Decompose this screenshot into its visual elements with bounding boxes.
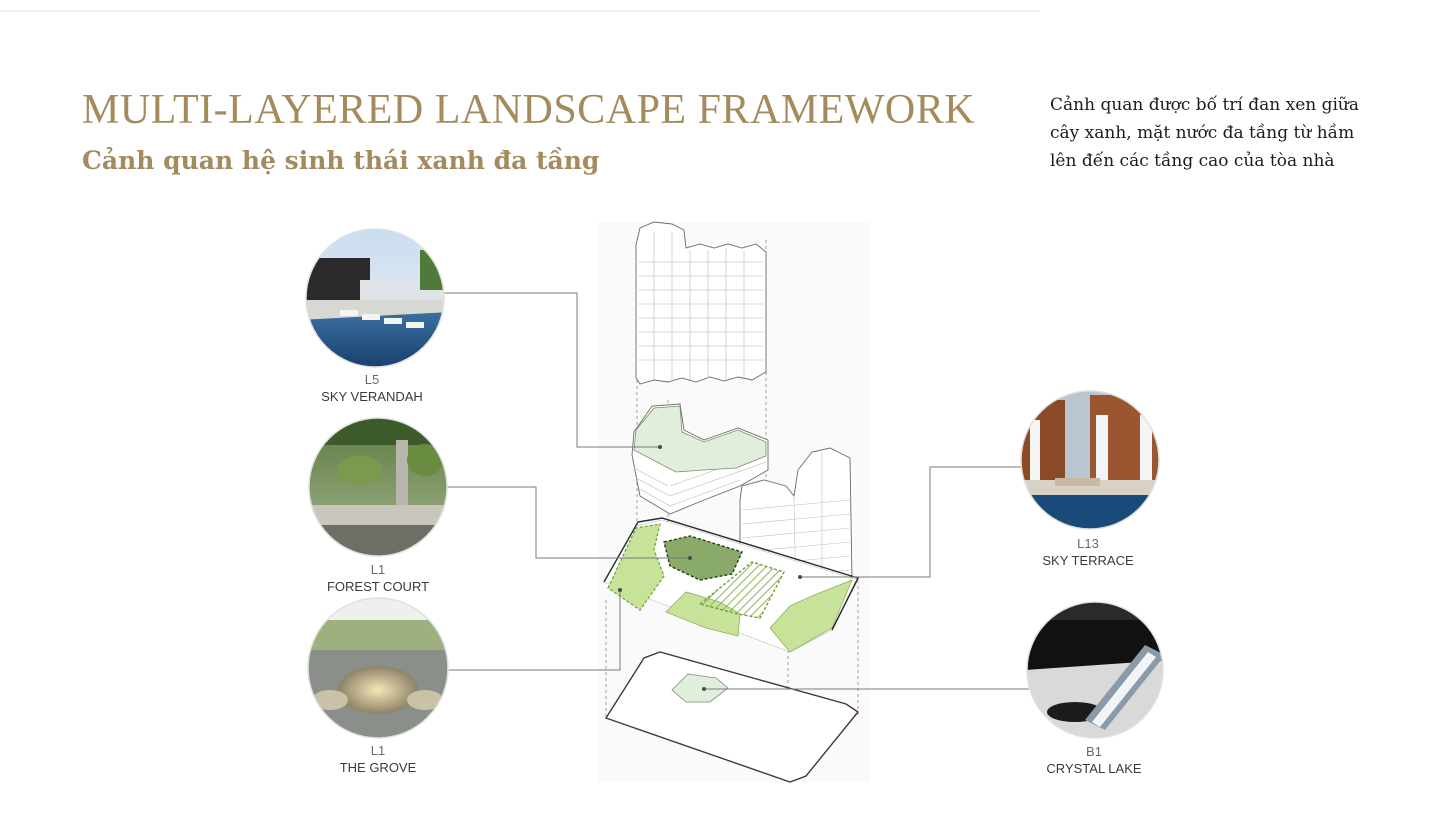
forest-court-photo bbox=[308, 417, 448, 557]
podium-l5 bbox=[631, 403, 769, 515]
level-label: B1 bbox=[1086, 744, 1102, 759]
description: Cảnh quan được bố trí đan xen giữa cây x… bbox=[1050, 91, 1380, 175]
feature-name: FOREST COURT bbox=[326, 579, 430, 594]
page-subtitle: Cảnh quan hệ sinh thái xanh đa tầng bbox=[82, 146, 600, 175]
level-label: L5 bbox=[364, 372, 380, 387]
basement-b1 bbox=[604, 651, 860, 783]
label-sky-verandah: L5 SKY VERANDAH bbox=[302, 371, 442, 405]
the-grove-photo bbox=[307, 597, 449, 739]
label-crystal-lake: B1 CRYSTAL LAKE bbox=[1024, 743, 1164, 777]
top-divider bbox=[0, 10, 1040, 12]
level-label: L1 bbox=[370, 743, 386, 758]
description-line: Cảnh quan được bố trí đan xen giữa bbox=[1050, 95, 1360, 115]
level-label: L13 bbox=[1077, 536, 1099, 551]
level-label: L1 bbox=[370, 562, 386, 577]
page-title: MULTI-LAYERED LANDSCAPE FRAMEWORK bbox=[82, 87, 976, 133]
crystal-lake-photo bbox=[1026, 601, 1164, 739]
feature-name: CRYSTAL LAKE bbox=[1046, 761, 1142, 776]
tower-top bbox=[635, 221, 767, 385]
sky-verandah-photo bbox=[305, 228, 445, 368]
leader-dots bbox=[618, 445, 802, 691]
feature-name: THE GROVE bbox=[339, 760, 417, 775]
feature-name: SKY TERRACE bbox=[1042, 553, 1134, 568]
leader-lines bbox=[444, 292, 1030, 690]
description-line: cây xanh, mặt nước đa tầng từ hầm bbox=[1050, 123, 1355, 143]
description-line: lên đến các tầng cao của tòa nhà bbox=[1050, 151, 1335, 171]
label-forest-court: L1 FOREST COURT bbox=[308, 561, 448, 595]
label-sky-terrace: L13 SKY TERRACE bbox=[1018, 535, 1158, 569]
podium-l1 bbox=[603, 517, 859, 653]
label-the-grove: L1 THE GROVE bbox=[308, 742, 448, 776]
feature-name: SKY VERANDAH bbox=[321, 389, 423, 404]
sky-terrace-photo bbox=[1020, 390, 1160, 530]
